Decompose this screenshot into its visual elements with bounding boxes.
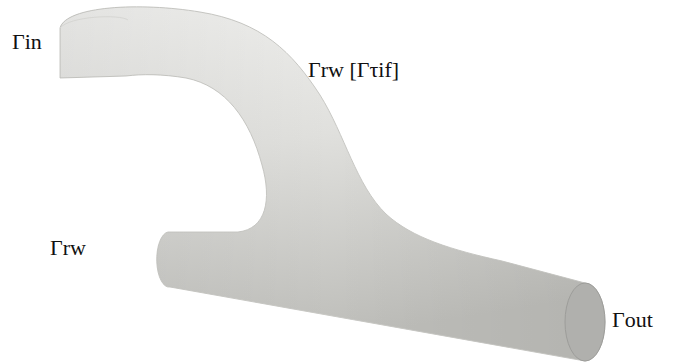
boundary-label: Γrw [Γτif] — [308, 58, 399, 82]
boundary-label: Γin — [12, 30, 42, 54]
outlet-face — [565, 283, 605, 361]
pipe-body — [60, 7, 605, 361]
boundary-label: Γrw — [50, 236, 86, 260]
boundary-label: Γout — [612, 308, 653, 332]
pipe-shading — [60, 7, 605, 361]
inlet-rim — [60, 17, 128, 28]
